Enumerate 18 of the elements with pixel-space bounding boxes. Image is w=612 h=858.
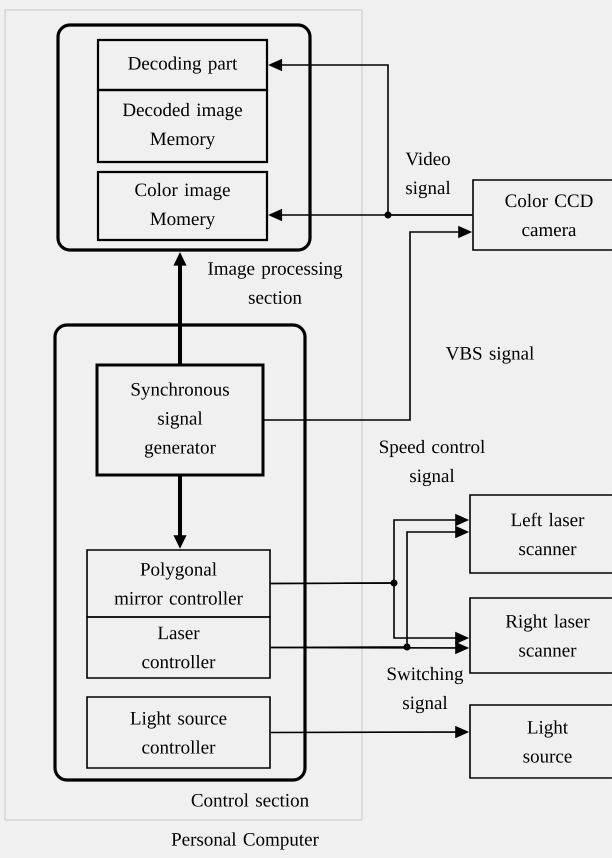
- edge-label: Speed control signal: [380, 440, 485, 486]
- edge-label: VBS signal: [446, 346, 534, 364]
- memory-box: Decoded image Memory: [96, 88, 268, 164]
- controller-box: Polygonal mirror controller: [86, 549, 271, 618]
- process-box: Decoding part: [96, 38, 268, 92]
- generator-box: Synchronous signal generator: [96, 364, 264, 476]
- node-label: Control section: [192, 793, 309, 807]
- node-label: Image processing section: [208, 262, 342, 304]
- light-source-box: Light source: [469, 704, 612, 779]
- scanner-box: Right laser scanner: [469, 597, 612, 674]
- edge-label: Video signal: [406, 152, 450, 198]
- camera-box: Color CCD camera: [472, 179, 612, 251]
- node-label: Personal Computer: [172, 832, 319, 850]
- controller-box: Laser controller: [86, 616, 271, 679]
- scanner-box: Left laser scanner: [469, 494, 612, 574]
- edge-label: Switching signal: [388, 666, 464, 714]
- controller-box: Light source controller: [86, 696, 271, 769]
- memory-box: Color image Momery: [96, 170, 268, 242]
